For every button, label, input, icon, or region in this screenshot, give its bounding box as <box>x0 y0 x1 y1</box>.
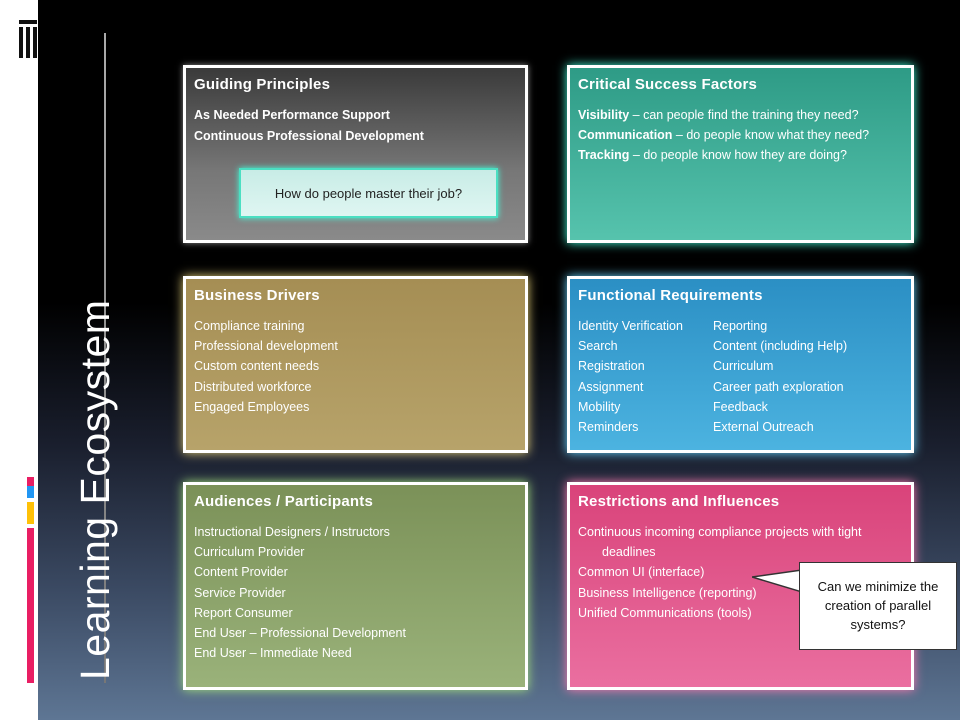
guiding-principles-callout: How do people master their job? <box>239 168 498 218</box>
list-item: Professional development <box>194 339 338 354</box>
audiences-box: Audiences / Participants Instructional D… <box>183 482 528 690</box>
speech-bubble-tail <box>752 569 802 593</box>
list-item: Continuous incoming compliance projects … <box>578 525 862 539</box>
list-item: Career path exploration <box>713 379 844 394</box>
list-item: Visibility – can people find the trainin… <box>578 105 903 125</box>
list-item: Assignment <box>578 379 644 394</box>
critical-success-factors-box: Critical Success Factors Visibility – ca… <box>567 65 914 243</box>
list-item: Custom content needs <box>194 359 320 374</box>
list-item: Engaged Employees <box>194 399 310 414</box>
list-item: Compliance training <box>194 319 305 333</box>
critical-success-factors-title: Critical Success Factors <box>578 76 758 93</box>
guiding-principles-list: As Needed Performance Support Continuous… <box>194 105 517 147</box>
critical-success-factors-list: Visibility – can people find the trainin… <box>578 105 903 166</box>
list-item: Content Provider <box>194 565 288 580</box>
list-item: Instructional Designers / Instructors <box>194 525 390 539</box>
accent-stripe-pink-long <box>27 528 34 683</box>
list-item: Distributed workforce <box>194 379 312 394</box>
list-item: Identity Verification <box>578 319 683 333</box>
speech-bubble: Can we minimize the creation of parallel… <box>799 562 957 650</box>
list-item: End User – Professional Development <box>194 626 406 641</box>
business-drivers-list: Compliance training Professional develop… <box>194 316 517 417</box>
list-item: Search <box>578 339 618 354</box>
list-item: Business Intelligence (reporting) <box>578 585 757 600</box>
functional-requirements-columns: Identity Verification Search Registratio… <box>578 316 903 437</box>
functional-requirements-col1: Identity Verification Search Registratio… <box>578 316 713 437</box>
list-item: Curriculum <box>713 359 774 374</box>
functional-requirements-col2: Reporting Content (including Help) Curri… <box>713 316 847 437</box>
list-item: External Outreach <box>713 420 814 435</box>
factor-term: Tracking <box>578 148 630 163</box>
accent-stripe-yellow <box>27 502 34 524</box>
list-item: Service Provider <box>194 585 286 600</box>
list-item: Continuous Professional Development <box>194 129 424 143</box>
list-item-continuation: deadlines <box>602 545 656 560</box>
business-drivers-title: Business Drivers <box>194 287 320 304</box>
restrictions-list: Continuous incoming compliance projects … <box>578 522 903 623</box>
factor-desc: – do people know how they are doing? <box>629 148 847 163</box>
accent-stripe-blue <box>27 486 34 498</box>
list-item: Tracking – do people know how they are d… <box>578 145 903 165</box>
list-item: End User – Immediate Need <box>194 646 352 661</box>
vertical-divider <box>104 33 106 683</box>
restrictions-title: Restrictions and Influences <box>578 493 780 510</box>
list-item: Curriculum Provider <box>194 545 305 560</box>
factor-desc: – can people find the training they need… <box>629 108 859 122</box>
list-item: Mobility <box>578 399 621 414</box>
restrictions-box: Restrictions and Influences Continuous i… <box>567 482 914 690</box>
list-item: Content (including Help) <box>713 339 848 354</box>
list-item: Report Consumer <box>194 605 293 620</box>
guiding-principles-title: Guiding Principles <box>194 76 331 93</box>
list-item: Feedback <box>713 399 768 414</box>
functional-requirements-title: Functional Requirements <box>578 287 763 304</box>
audiences-list: Instructional Designers / Instructors Cu… <box>194 522 517 663</box>
business-drivers-box: Business Drivers Compliance training Pro… <box>183 276 528 453</box>
list-item: As Needed Performance Support <box>194 108 390 122</box>
decorative-grid-icon <box>19 20 37 58</box>
accent-stripe-pink <box>27 477 34 491</box>
list-item: Common UI (interface) <box>578 565 705 580</box>
list-item: Unified Communications (tools) <box>578 605 752 620</box>
audiences-title: Audiences / Participants <box>194 493 374 510</box>
factor-term: Visibility <box>578 108 630 122</box>
factor-desc: – do people know what they need? <box>672 128 870 143</box>
list-item: Reporting <box>713 319 768 333</box>
list-item: Communication – do people know what they… <box>578 125 903 145</box>
factor-term: Communication <box>578 128 673 143</box>
list-item: Reminders <box>578 420 639 435</box>
functional-requirements-box: Functional Requirements Identity Verific… <box>567 276 914 453</box>
slide-title: Learning Ecosystem <box>72 299 118 680</box>
list-item: Registration <box>578 359 645 374</box>
